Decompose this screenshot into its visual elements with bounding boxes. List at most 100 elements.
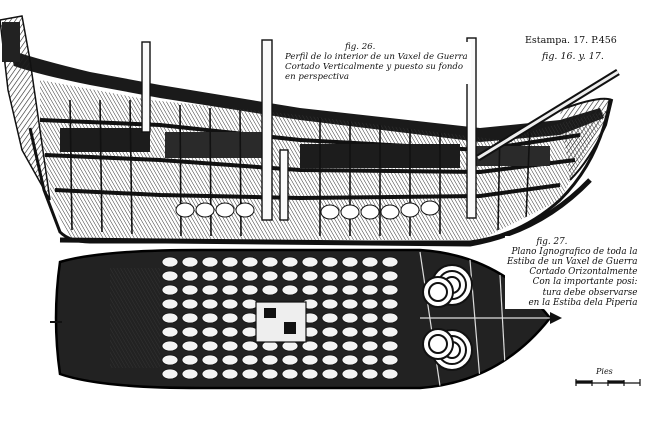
barrel	[221, 312, 239, 324]
plate-fig-refs: fig. 16. y. 17.	[542, 51, 604, 63]
barrel	[201, 368, 219, 380]
barrel	[181, 354, 199, 366]
fig26-number: fig. 26.	[345, 42, 376, 52]
barrel	[341, 284, 359, 296]
barrel	[361, 256, 379, 268]
barrel	[361, 368, 379, 380]
barrel	[181, 326, 199, 338]
scale-bar	[575, 379, 641, 386]
barrel	[161, 256, 179, 268]
barrel	[381, 256, 399, 268]
barrel	[241, 340, 259, 352]
barrel	[181, 256, 199, 268]
barrel	[161, 270, 179, 282]
barrel	[161, 368, 179, 380]
barrel	[221, 298, 239, 310]
fig27-line: Estiba de un Vaxel de Guerra	[507, 257, 638, 268]
barrel	[201, 256, 219, 268]
barrel	[261, 368, 279, 380]
barrel	[301, 256, 319, 268]
barrel	[321, 354, 339, 366]
barrel	[361, 284, 379, 296]
barrel	[201, 326, 219, 338]
barrel	[361, 340, 379, 352]
fig26-line: Cortado Verticalmente y puesto su fondo	[285, 61, 464, 72]
barrel	[381, 368, 399, 380]
barrel	[181, 340, 199, 352]
fig26-line: Perfil de lo interior de un Vaxel de Gue…	[285, 51, 468, 62]
barrel	[361, 298, 379, 310]
barrel	[301, 270, 319, 282]
fig27-line: en la Estiba dela Piperia	[528, 297, 638, 308]
barrel	[201, 312, 219, 324]
barrel	[181, 298, 199, 310]
barrel	[321, 340, 339, 352]
barrel	[161, 354, 179, 366]
barrel	[221, 326, 239, 338]
barrel	[201, 298, 219, 310]
plate-number: Estampa. 17. P.456	[525, 35, 617, 47]
barrel	[381, 284, 399, 296]
barrel	[301, 368, 319, 380]
plate-estampa: Estampa. 17. P.456	[525, 35, 617, 46]
barrel	[261, 354, 279, 366]
barrel	[201, 340, 219, 352]
barrel	[181, 270, 199, 282]
barrel	[241, 270, 259, 282]
barrel	[261, 284, 279, 296]
barrel	[161, 298, 179, 310]
barrel	[221, 256, 239, 268]
barrel	[341, 270, 359, 282]
barrel	[321, 326, 339, 338]
barrel	[341, 368, 359, 380]
barrel	[301, 340, 319, 352]
fig27-number: fig. 27.	[536, 237, 568, 247]
barrel	[381, 354, 399, 366]
barrel	[281, 354, 299, 366]
barrel	[381, 326, 399, 338]
ship-plan-view	[50, 248, 562, 390]
barrel	[281, 368, 299, 380]
barrel	[381, 340, 399, 352]
barrel	[341, 326, 359, 338]
barrel	[161, 284, 179, 296]
barrel	[381, 298, 399, 310]
mast	[141, 37, 477, 221]
barrel	[181, 368, 199, 380]
barrel	[241, 284, 259, 296]
barrel	[381, 270, 399, 282]
barrel	[161, 312, 179, 324]
barrel	[261, 270, 279, 282]
fig27-line: Plano Ignografico de toda la	[511, 247, 638, 258]
barrel	[321, 368, 339, 380]
barrel	[321, 312, 339, 324]
cable-coil	[422, 264, 473, 371]
barrel	[201, 354, 219, 366]
fig27-line: tura debe observarse	[542, 287, 638, 298]
barrel	[321, 270, 339, 282]
barrel	[181, 312, 199, 324]
barrel	[321, 284, 339, 296]
scale-label-text: Pies	[596, 367, 613, 376]
fig27-line: Con la importante posi:	[532, 277, 638, 288]
barrel	[341, 298, 359, 310]
fig-refs-text: fig. 16. y. 17.	[542, 51, 604, 62]
barrel	[161, 340, 179, 352]
barrel	[341, 340, 359, 352]
barrel	[341, 256, 359, 268]
barrel	[221, 340, 239, 352]
barrel	[161, 326, 179, 338]
fig27-line: Cortado Orizontalmente	[529, 267, 638, 278]
barrel	[301, 284, 319, 296]
barrel	[241, 256, 259, 268]
fig27-caption: fig. 27. Plano Ignografico de toda la Es…	[505, 236, 640, 309]
barrel	[241, 368, 259, 380]
scale-label: Pies	[596, 367, 613, 376]
barrel	[181, 284, 199, 296]
barrel	[381, 312, 399, 324]
barrel	[361, 270, 379, 282]
barrel	[241, 354, 259, 366]
barrel	[261, 256, 279, 268]
barrel	[361, 326, 379, 338]
